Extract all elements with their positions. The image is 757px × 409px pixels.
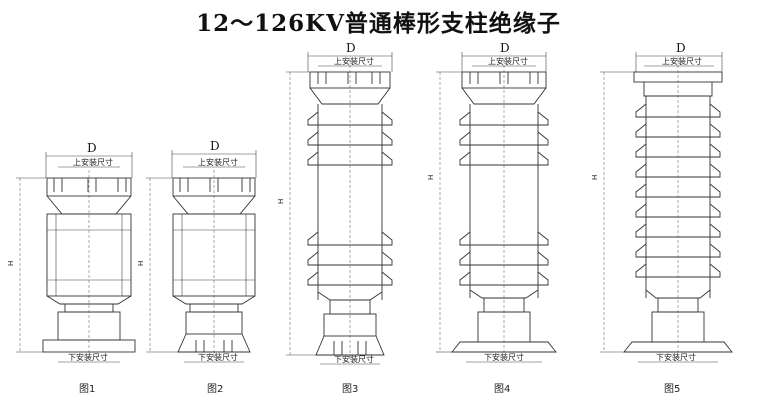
figure-1-drawing: D 上安装尺寸 H 下安装尺寸	[7, 141, 136, 363]
fig1-diameter-label: D	[87, 141, 97, 155]
figure-4-caption: 图4	[494, 383, 510, 395]
fig3-top-mount-label: 上安装尺寸	[334, 56, 374, 66]
figure-1-caption: 图1	[79, 383, 95, 395]
figure-2-drawing: D 上安装尺寸 H 下安装尺寸	[137, 139, 257, 363]
page-title: 12～126KV普通棒形支柱绝缘子	[196, 10, 561, 37]
fig2-diameter-label: D	[210, 139, 220, 153]
fig1-height-label: H	[7, 261, 15, 266]
fig3-diameter-label: D	[346, 41, 356, 55]
fig3-bottom-mount-label: 下安装尺寸	[334, 354, 374, 364]
fig4-diameter-label: D	[500, 41, 510, 55]
fig4-top-mount-label: 上安装尺寸	[488, 56, 528, 66]
figure-3-drawing: D 上安装尺寸 H 下安装尺寸	[277, 41, 393, 365]
fig1-bottom-mount-label: 下安装尺寸	[68, 352, 108, 362]
fig1-top-mount-label: 上安装尺寸	[73, 157, 113, 167]
fig5-top-mount-label: 上安装尺寸	[662, 56, 702, 66]
fig2-height-label: H	[137, 261, 145, 266]
figure-3-caption: 图3	[342, 383, 358, 395]
fig5-height-label: H	[591, 175, 599, 180]
figure-2-caption: 图2	[207, 383, 223, 395]
figure-4-drawing: D 上安装尺寸 H 下安装尺寸	[427, 41, 557, 363]
fig2-top-mount-label: 上安装尺寸	[198, 157, 238, 167]
fig5-diameter-label: D	[676, 41, 686, 55]
figure-5-caption: 图5	[664, 383, 680, 395]
figure-5-drawing: D 上安装尺寸 H 下安装尺寸	[591, 41, 733, 363]
fig2-bottom-mount-label: 下安装尺寸	[198, 352, 238, 362]
fig4-height-label: H	[427, 175, 435, 180]
fig5-bottom-mount-label: 下安装尺寸	[656, 352, 696, 362]
fig3-height-label: H	[277, 199, 285, 204]
